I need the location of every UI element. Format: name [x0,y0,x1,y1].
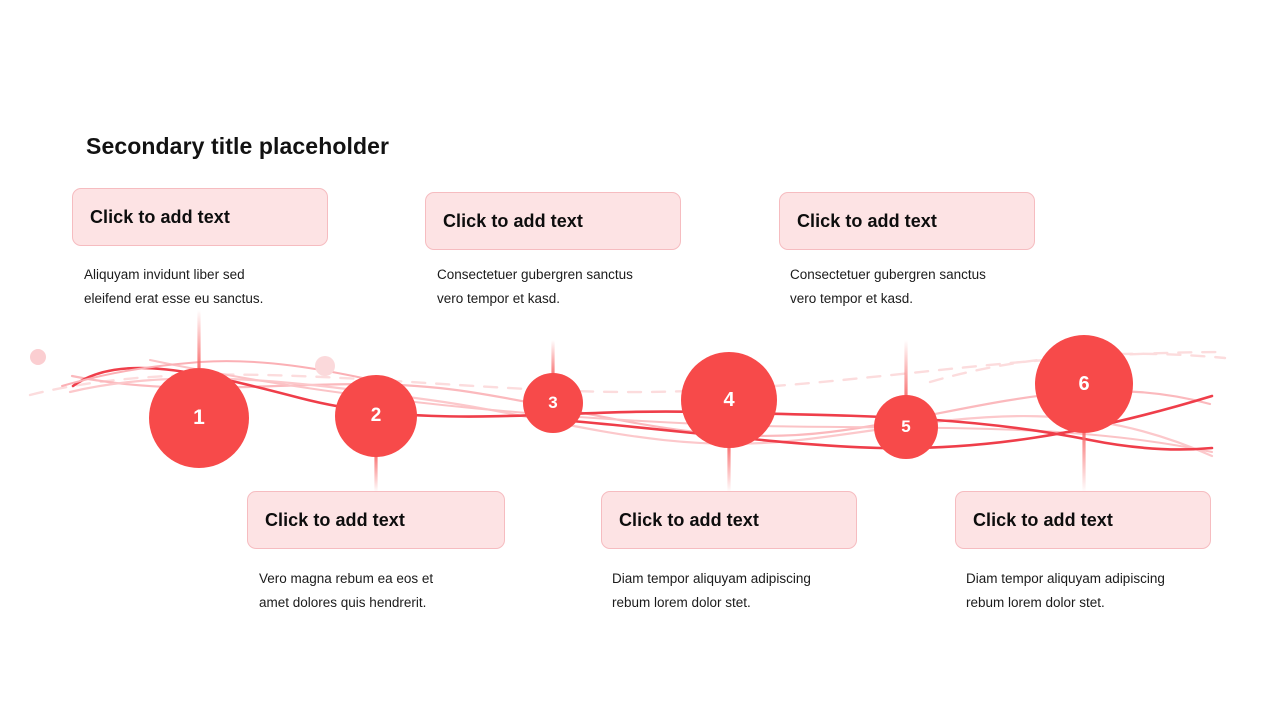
step-number-circle-6[interactable]: 6 [1035,335,1133,433]
step-number-circle-3[interactable]: 3 [523,373,583,433]
callout-headline: Click to add text [797,210,937,231]
connector-stem [374,455,378,492]
add-text-placeholder-box[interactable]: Click to add text [72,188,328,246]
callout-body-text[interactable]: Diam tempor aliquyam adipiscing rebum lo… [966,571,1165,610]
callout-headline: Click to add text [973,509,1113,530]
add-text-placeholder-box[interactable]: Click to add text [601,491,857,549]
callout-headline: Click to add text [90,206,230,227]
step-number-label: 4 [723,388,735,411]
step-number-label: 2 [370,405,382,426]
callout-body-text[interactable]: Consectetuer gubergren sanctus vero temp… [437,267,633,306]
decorative-dot [315,356,335,376]
add-text-placeholder-box[interactable]: Click to add text [955,491,1211,549]
add-text-placeholder-box[interactable]: Click to add text [779,192,1035,250]
page-title: Secondary title placeholder [86,133,390,159]
callout-body-text[interactable]: Consectetuer gubergren sanctus vero temp… [790,267,986,306]
callout-headline: Click to add text [619,509,759,530]
add-text-placeholder-box[interactable]: Click to add text [425,192,681,250]
connector-stem [551,340,555,376]
callout-body-text[interactable]: Aliquyam invidunt liber sed eleifend era… [84,267,264,306]
connector-stem [1082,430,1086,492]
callout-headline: Click to add text [265,509,405,530]
step-number-circle-5[interactable]: 5 [874,395,938,459]
callout-headline: Click to add text [443,210,583,231]
decorative-dot [30,349,46,365]
connector-stem [904,340,908,398]
step-number-label: 6 [1078,372,1090,395]
callout-body-text[interactable]: Vero magna rebum ea eos et amet dolores … [259,571,434,610]
step-number-circle-4[interactable]: 4 [681,352,777,448]
step-number-label: 1 [193,406,205,429]
step-number-label: 3 [548,393,558,412]
callout-body-text[interactable]: Diam tempor aliquyam adipiscing rebum lo… [612,571,811,610]
connector-stems [197,310,1086,492]
connector-stem [727,446,731,492]
connector-stem [197,310,201,368]
add-text-placeholder-box[interactable]: Click to add text [247,491,505,549]
step-number-label: 5 [901,417,911,436]
step-number-circle-1[interactable]: 1 [149,368,249,468]
step-number-circle-2[interactable]: 2 [335,375,417,457]
